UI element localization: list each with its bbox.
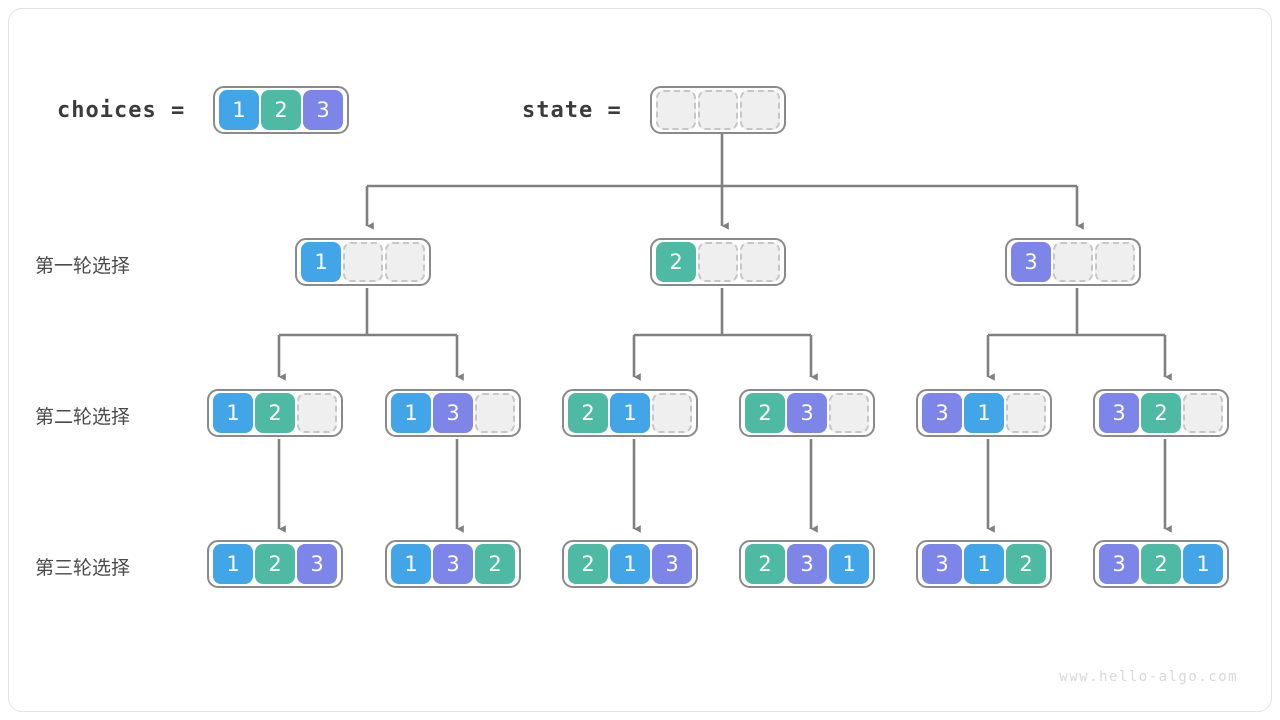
round2-3-cell-0: 2 xyxy=(745,393,785,433)
node-round1-2: 3 xyxy=(1005,238,1141,286)
round1-2-empty-cell-2 xyxy=(1095,242,1135,282)
round3-4-cell-1: 1 xyxy=(964,544,1004,584)
round2-2-cell-0: 2 xyxy=(568,393,608,433)
round3-5-cell-0: 3 xyxy=(1099,544,1139,584)
choices-cell-0: 1 xyxy=(219,90,259,130)
round1-0-empty-cell-1 xyxy=(343,242,383,282)
watermark: www.hello-algo.com xyxy=(1059,669,1238,685)
round2-4-cell-0: 3 xyxy=(922,393,962,433)
row-label-round1: 第一轮选择 xyxy=(35,255,131,277)
row-label-round3: 第三轮选择 xyxy=(35,557,131,579)
round1-1-cell-0: 2 xyxy=(656,242,696,282)
round2-0-empty-cell-2 xyxy=(297,393,337,433)
round2-1-empty-cell-2 xyxy=(475,393,515,433)
round2-0-cell-1: 2 xyxy=(255,393,295,433)
round3-0-cell-0: 1 xyxy=(213,544,253,584)
choices-cell-2: 3 xyxy=(303,90,343,130)
round3-0-cell-1: 2 xyxy=(255,544,295,584)
round2-4-empty-cell-2 xyxy=(1006,393,1046,433)
round3-1-cell-0: 1 xyxy=(391,544,431,584)
node-round1-1: 2 xyxy=(650,238,786,286)
round2-2-cell-1: 1 xyxy=(610,393,650,433)
state-empty-cell-0 xyxy=(656,90,696,130)
round1-1-empty-cell-1 xyxy=(698,242,738,282)
state-label: state = xyxy=(522,98,622,123)
round3-1-cell-1: 3 xyxy=(433,544,473,584)
round3-1-cell-2: 2 xyxy=(475,544,515,584)
state-empty-cell-2 xyxy=(740,90,780,130)
round2-2-empty-cell-2 xyxy=(652,393,692,433)
round2-5-cell-1: 2 xyxy=(1141,393,1181,433)
round2-1-cell-1: 3 xyxy=(433,393,473,433)
round2-1-cell-0: 1 xyxy=(391,393,431,433)
state-empty-cell-1 xyxy=(698,90,738,130)
choices-label: choices = xyxy=(57,98,186,123)
round1-1-empty-cell-2 xyxy=(740,242,780,282)
round1-2-cell-0: 3 xyxy=(1011,242,1051,282)
round3-2-cell-1: 1 xyxy=(610,544,650,584)
node-round1-0: 1 xyxy=(295,238,431,286)
round2-5-cell-0: 3 xyxy=(1099,393,1139,433)
round1-0-empty-cell-2 xyxy=(385,242,425,282)
round3-3-cell-1: 3 xyxy=(787,544,827,584)
round3-5-cell-2: 1 xyxy=(1183,544,1223,584)
choices-cell-1: 2 xyxy=(261,90,301,130)
state-array xyxy=(650,86,786,134)
round3-0-cell-2: 3 xyxy=(297,544,337,584)
round3-2-cell-0: 2 xyxy=(568,544,608,584)
row-label-round2: 第二轮选择 xyxy=(35,406,131,428)
round2-0-cell-0: 1 xyxy=(213,393,253,433)
round3-4-cell-0: 3 xyxy=(922,544,962,584)
round3-2-cell-2: 3 xyxy=(652,544,692,584)
round2-4-cell-1: 1 xyxy=(964,393,1004,433)
round1-0-cell-0: 1 xyxy=(301,242,341,282)
round3-3-cell-2: 1 xyxy=(829,544,869,584)
round2-5-empty-cell-2 xyxy=(1183,393,1223,433)
round3-5-cell-1: 2 xyxy=(1141,544,1181,584)
round3-4-cell-2: 2 xyxy=(1006,544,1046,584)
round1-2-empty-cell-1 xyxy=(1053,242,1093,282)
round2-3-empty-cell-2 xyxy=(829,393,869,433)
round2-3-cell-1: 3 xyxy=(787,393,827,433)
round3-3-cell-0: 2 xyxy=(745,544,785,584)
